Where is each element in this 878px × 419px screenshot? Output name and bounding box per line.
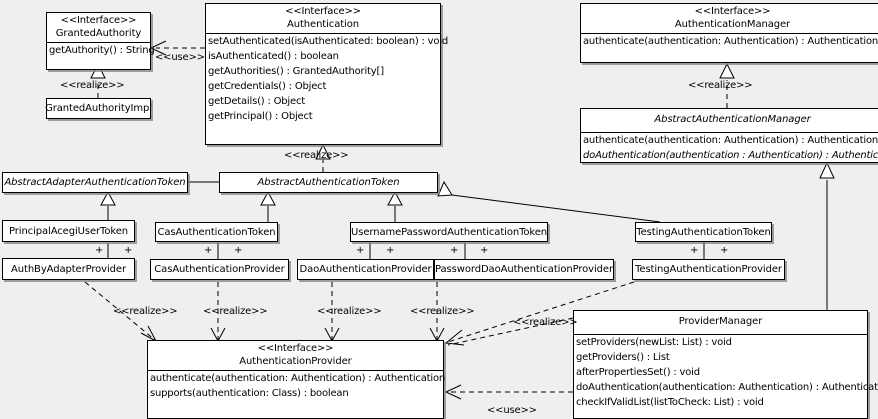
class-name-username-password-authentication-token: UsernamePasswordAuthenticationToken bbox=[350, 226, 548, 238]
realize-triangle-authentication-manager bbox=[719, 62, 735, 79]
class-name-authentication-provider: AuthenticationProvider bbox=[239, 356, 352, 367]
class-name-auth-by-adapter-provider: AuthByAdapterProvider bbox=[11, 263, 126, 275]
plus-cas-left: + bbox=[204, 245, 213, 256]
class-box-dao-authentication-provider[interactable]: DaoAuthenticationProvider bbox=[297, 259, 434, 280]
realize-arrowhead-auth-by-adapter bbox=[140, 325, 158, 343]
stereotype-interface: <<Interface>> bbox=[60, 15, 137, 26]
generalization-link-testing-token bbox=[451, 194, 661, 223]
members-authentication-manager: authenticate(authentication: Authenticat… bbox=[581, 33, 878, 49]
member-get-credentials: getCredentials() : Object bbox=[208, 81, 327, 92]
class-header-authentication-manager: <<Interface>> AuthenticationManager bbox=[581, 4, 878, 33]
label-use-provider-manager: <<use>> bbox=[487, 405, 537, 416]
class-name-dao-authentication-provider: DaoAuthenticationProvider bbox=[299, 264, 432, 275]
class-name-provider-manager: ProviderManager bbox=[678, 316, 763, 327]
class-header-authentication: <<Interface>> Authentication bbox=[206, 4, 440, 33]
member-authenticate: authenticate(authentication: Authenticat… bbox=[150, 373, 446, 384]
class-header-granted-authority: <<Interface>> GrantedAuthority bbox=[47, 13, 150, 42]
class-name-abstract-adapter-authentication-token: AbstractAdapterAuthenticationToken bbox=[4, 177, 186, 188]
generalization-triangle-username-password-token bbox=[387, 190, 403, 206]
class-box-granted-authority-impl[interactable]: GrantedAuthorityImpl bbox=[45, 98, 152, 119]
class-box-auth-by-adapter-provider[interactable]: AuthByAdapterProvider bbox=[2, 258, 135, 280]
class-name-testing-authentication-provider: TestingAuthenticationProvider bbox=[635, 264, 782, 275]
class-box-abstract-authentication-token[interactable]: AbstractAuthenticationToken bbox=[219, 172, 438, 193]
member-supports: supports(authentication: Class) : boolea… bbox=[150, 388, 349, 399]
plus-principal-right: + bbox=[124, 245, 133, 256]
class-box-principal-acegi-user-token[interactable]: PrincipalAcegiUserToken bbox=[2, 220, 135, 242]
class-box-abstract-authentication-manager[interactable]: AbstractAuthenticationManager authentica… bbox=[580, 108, 878, 163]
label-realize-granted-authority-impl: <<realize>> bbox=[60, 80, 125, 91]
class-name-password-dao-authentication-provider: PasswordDaoAuthenticationProvider bbox=[435, 264, 613, 275]
stereotype-interface: <<Interface>> bbox=[694, 6, 771, 17]
class-box-authentication-manager[interactable]: <<Interface>> AuthenticationManager auth… bbox=[580, 3, 878, 63]
member-authenticate: authenticate(authentication: Authenticat… bbox=[583, 135, 878, 146]
class-name-testing-authentication-token: TestingAuthenticationToken bbox=[636, 226, 771, 238]
generalization-triangle-cas-token bbox=[260, 190, 276, 206]
label-realize-dao-provider: <<realize>> bbox=[317, 306, 382, 317]
class-header-provider-manager: ProviderManager bbox=[574, 311, 867, 334]
label-realize-password-dao-provider: <<realize>> bbox=[410, 306, 475, 317]
class-box-abstract-adapter-authentication-token[interactable]: AbstractAdapterAuthenticationToken bbox=[2, 172, 188, 193]
label-realize-auth-by-adapter-provider: <<realize>> bbox=[113, 306, 178, 317]
members-authentication-provider: authenticate(authentication: Authenticat… bbox=[148, 370, 446, 401]
plus-testing-right: + bbox=[720, 245, 729, 256]
class-header-authentication-provider: <<Interface>> AuthenticationProvider bbox=[148, 341, 443, 370]
class-box-authentication[interactable]: <<Interface>> Authentication setAuthenti… bbox=[205, 3, 449, 145]
class-name-granted-authority: GrantedAuthority bbox=[55, 28, 142, 39]
plus-username-dao-left: + bbox=[356, 245, 365, 256]
member-is-authenticated: isAuthenticated() : boolean bbox=[208, 51, 339, 62]
class-box-username-password-authentication-token[interactable]: UsernamePasswordAuthenticationToken bbox=[350, 222, 548, 242]
plus-principal-left: + bbox=[95, 245, 104, 256]
class-box-testing-authentication-token[interactable]: TestingAuthenticationToken bbox=[635, 222, 772, 242]
class-name-abstract-authentication-token: AbstractAuthenticationToken bbox=[257, 177, 400, 188]
class-name-authentication-manager: AuthenticationManager bbox=[674, 19, 791, 30]
plus-username-dao-right: + bbox=[386, 245, 395, 256]
label-realize-abstract-authentication-token: <<realize>> bbox=[284, 150, 349, 161]
class-name-cas-authentication-token: CasAuthenticationToken bbox=[157, 226, 276, 238]
generalization-triangle-testing-token bbox=[437, 180, 453, 197]
class-box-cas-authentication-provider[interactable]: CasAuthenticationProvider bbox=[150, 259, 289, 280]
realize-arrowhead-testing-provider bbox=[444, 329, 465, 346]
plus-username-passworddao-left: + bbox=[450, 245, 459, 256]
class-box-provider-manager[interactable]: ProviderManager setProviders(newList: Li… bbox=[573, 310, 878, 419]
plus-username-passworddao-right: + bbox=[480, 245, 489, 256]
class-header-abstract-authentication-manager: AbstractAuthenticationManager bbox=[581, 109, 878, 132]
class-name-authentication: Authentication bbox=[286, 19, 359, 30]
plus-testing-left: + bbox=[690, 245, 699, 256]
members-authentication: setAuthenticated(isAuthenticated: boolea… bbox=[206, 33, 449, 124]
members-abstract-authentication-manager: authenticate(authentication: Authenticat… bbox=[581, 132, 878, 163]
members-granted-authority: getAuthority() : String bbox=[47, 42, 155, 58]
label-realize-cas-provider: <<realize>> bbox=[203, 306, 268, 317]
member-authenticate: authenticate(authentication: Authenticat… bbox=[583, 36, 878, 47]
class-box-cas-authentication-token[interactable]: CasAuthenticationToken bbox=[155, 222, 278, 242]
class-box-password-dao-authentication-provider[interactable]: PasswordDaoAuthenticationProvider bbox=[434, 259, 614, 280]
member-set-providers: setProviders(newList: List) : void bbox=[576, 337, 732, 348]
class-name-principal-acegi-user-token: PrincipalAcegiUserToken bbox=[9, 225, 128, 237]
class-box-testing-authentication-provider[interactable]: TestingAuthenticationProvider bbox=[632, 259, 785, 280]
stereotype-interface: <<Interface>> bbox=[257, 343, 334, 354]
use-arrowhead-provider-manager bbox=[444, 384, 462, 400]
member-get-providers: getProviders() : List bbox=[576, 352, 670, 363]
member-get-details: getDetails() : Object bbox=[208, 96, 305, 107]
generalization-triangle-abstract-authentication-manager bbox=[819, 161, 835, 179]
member-do-authentication: doAuthentication(authentication : Authen… bbox=[583, 150, 878, 161]
label-realize-abstract-authentication-manager: <<realize>> bbox=[688, 80, 753, 91]
member-get-principal: getPrincipal() : Object bbox=[208, 111, 313, 122]
members-provider-manager: setProviders(newList: List) : void getPr… bbox=[574, 334, 878, 410]
member-get-authority: getAuthority() : String bbox=[49, 45, 155, 56]
class-name-abstract-authentication-manager: AbstractAuthenticationManager bbox=[654, 114, 811, 125]
label-use-granted-authority: <<use>> bbox=[155, 52, 205, 63]
label-realize-provider-manager: <<realize>> bbox=[513, 317, 578, 328]
stereotype-interface: <<Interface>> bbox=[285, 6, 361, 17]
member-get-authorities: getAuthorities() : GrantedAuthority[] bbox=[208, 66, 384, 77]
member-check-if-valid-list: checkIfValidList(listToCheck: List) : vo… bbox=[576, 397, 764, 408]
class-box-granted-authority[interactable]: <<Interface>> GrantedAuthority getAuthor… bbox=[46, 12, 155, 70]
member-do-authentication: doAuthentication(authentication: Authent… bbox=[576, 382, 878, 393]
class-name-granted-authority-impl: GrantedAuthorityImpl bbox=[45, 103, 152, 114]
plus-cas-right: + bbox=[234, 245, 243, 256]
member-set-authenticated: setAuthenticated(isAuthenticated: boolea… bbox=[208, 36, 449, 47]
generalization-triangle-principal-acegi bbox=[100, 190, 116, 206]
member-after-properties-set: afterPropertiesSet() : void bbox=[576, 367, 700, 378]
class-name-cas-authentication-provider: CasAuthenticationProvider bbox=[154, 264, 285, 275]
class-box-authentication-provider[interactable]: <<Interface>> AuthenticationProvider aut… bbox=[147, 340, 446, 419]
